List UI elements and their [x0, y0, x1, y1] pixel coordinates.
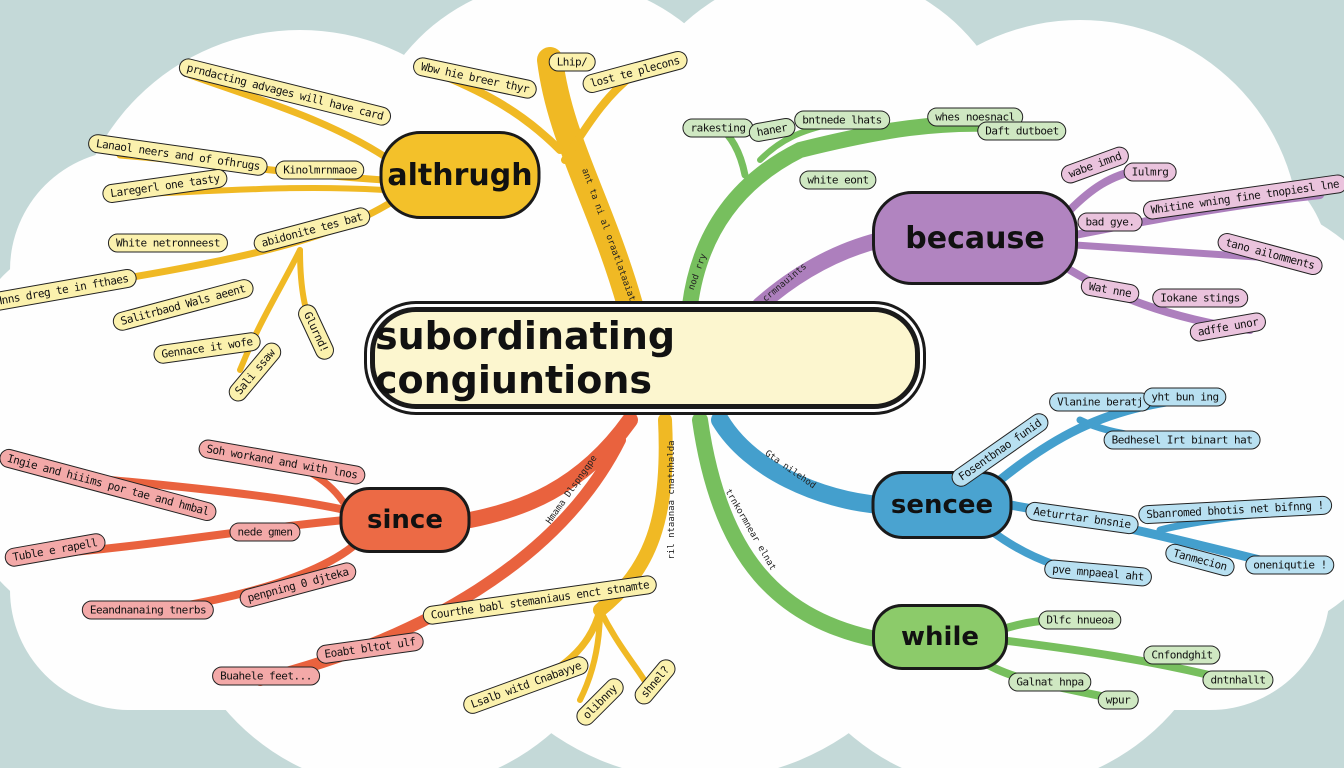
leaf-node[interactable]: Galnat hnpa	[1008, 672, 1092, 692]
node-while[interactable]: while	[872, 604, 1008, 670]
leaf-node[interactable]: yht bun ing	[1143, 387, 1227, 407]
node-since[interactable]: since	[339, 487, 471, 553]
leaf-node[interactable]: White netronneest	[107, 233, 229, 253]
leaf-node[interactable]: rakesting	[682, 118, 754, 138]
leaf-node[interactable]: white eont	[799, 170, 877, 190]
central-topic-node[interactable]: subordinating congiuntions	[370, 307, 920, 409]
leaf-node[interactable]: whes noesnacl	[927, 107, 1023, 127]
branch-label: ril ntaanaa cnatnhalda	[667, 440, 677, 560]
leaf-node[interactable]: Iulmrg	[1123, 162, 1177, 182]
leaf-node[interactable]: Vlanine beratj	[1049, 392, 1151, 412]
leaf-node[interactable]: bntnede lhats	[794, 110, 890, 130]
leaf-node[interactable]: Bedhesel Irt binart hat	[1103, 430, 1261, 450]
leaf-node[interactable]: oneniqutie !	[1245, 555, 1335, 575]
node-althrugh[interactable]: althrugh	[379, 131, 541, 219]
node-sence[interactable]: sencee	[871, 471, 1013, 539]
leaf-node[interactable]: Eeandnanaing tnerbs	[81, 600, 215, 620]
leaf-node[interactable]: Daft dutboet	[977, 121, 1067, 141]
leaf-node[interactable]: Dlfc hnueoa	[1038, 610, 1122, 630]
leaf-node[interactable]: Kinolmrnmaoe	[275, 160, 365, 180]
leaf-node[interactable]: dntnhallt	[1202, 670, 1274, 690]
leaf-node[interactable]: bad gye.	[1077, 212, 1143, 232]
leaf-node[interactable]: Iokane stings	[1152, 288, 1248, 308]
leaf-node[interactable]: wpur	[1097, 690, 1139, 710]
node-because[interactable]: because	[872, 191, 1078, 285]
leaf-node[interactable]: nede gmen	[229, 522, 301, 542]
leaf-node[interactable]: Cnfondghit	[1143, 645, 1221, 665]
leaf-node[interactable]: Lhip/	[548, 52, 596, 72]
leaf-node[interactable]: Buahele feet...	[212, 666, 320, 686]
